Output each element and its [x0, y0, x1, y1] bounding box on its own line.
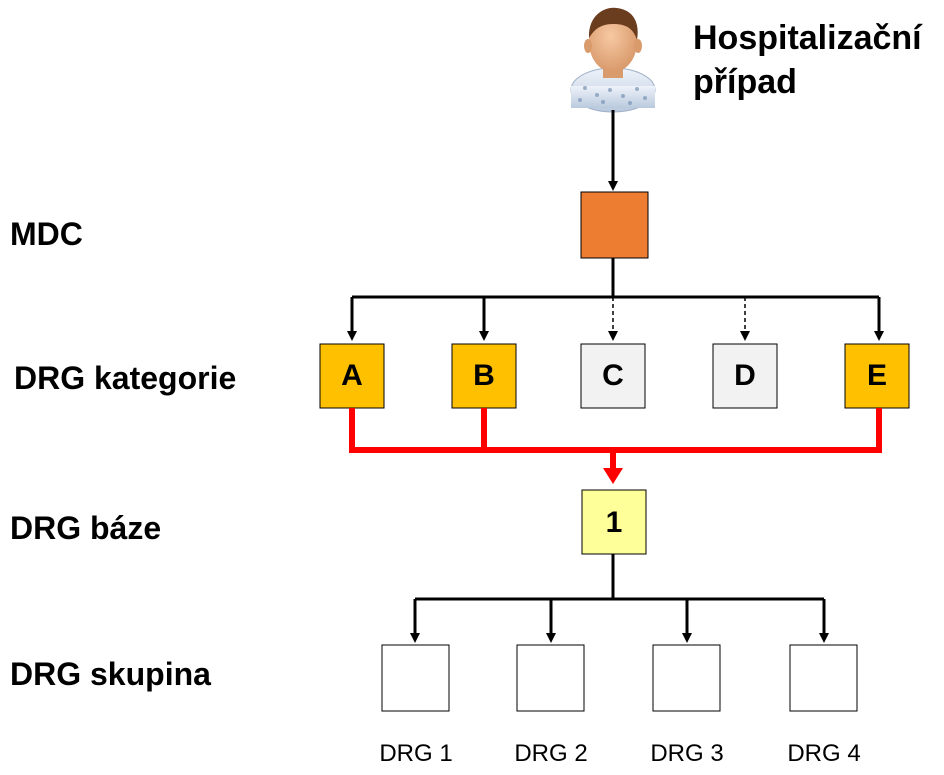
- group-box-2: [516, 644, 585, 712]
- base-connectors: [410, 554, 829, 643]
- level-label-mdc: MDC: [10, 216, 83, 252]
- category-box-c: [580, 343, 646, 409]
- group-box-4: [789, 644, 858, 712]
- group-label-1: DRG 1: [379, 740, 453, 767]
- case-title-line2: případ: [693, 63, 797, 101]
- category-letter-b: B: [473, 359, 495, 392]
- mdc-connectors-dashed: [608, 297, 750, 341]
- base-box: [581, 489, 647, 555]
- category-box-a: [319, 343, 385, 409]
- category-letter-c: C: [602, 359, 624, 392]
- category-letter-d: D: [734, 359, 756, 392]
- case-title-line1: Hospitalizační: [693, 19, 922, 57]
- category-letter-a: A: [341, 359, 363, 392]
- level-label-drg-group: DRG skupina: [10, 656, 211, 692]
- mdc-box: [580, 191, 649, 259]
- case-title: Hospitalizační případ: [693, 16, 922, 104]
- group-label-3: DRG 3: [650, 740, 724, 767]
- group-label-2: DRG 2: [514, 740, 588, 767]
- category-box-d: [712, 343, 778, 409]
- category-box-b: [451, 343, 517, 409]
- base-label: 1: [605, 506, 623, 539]
- mdc-connectors: [347, 258, 884, 341]
- selected-path-arrowhead: [603, 468, 623, 484]
- level-label-drg-base: DRG báze: [10, 510, 162, 546]
- group-box-1: [381, 644, 450, 712]
- category-box-e: [844, 343, 910, 409]
- group-label-4: DRG 4: [787, 740, 861, 767]
- selected-path: [349, 408, 882, 472]
- category-letter-e: E: [866, 359, 887, 392]
- group-box-3: [652, 644, 721, 712]
- level-label-drg-category: DRG kategorie: [14, 360, 237, 396]
- patient-avatar: [570, 7, 656, 113]
